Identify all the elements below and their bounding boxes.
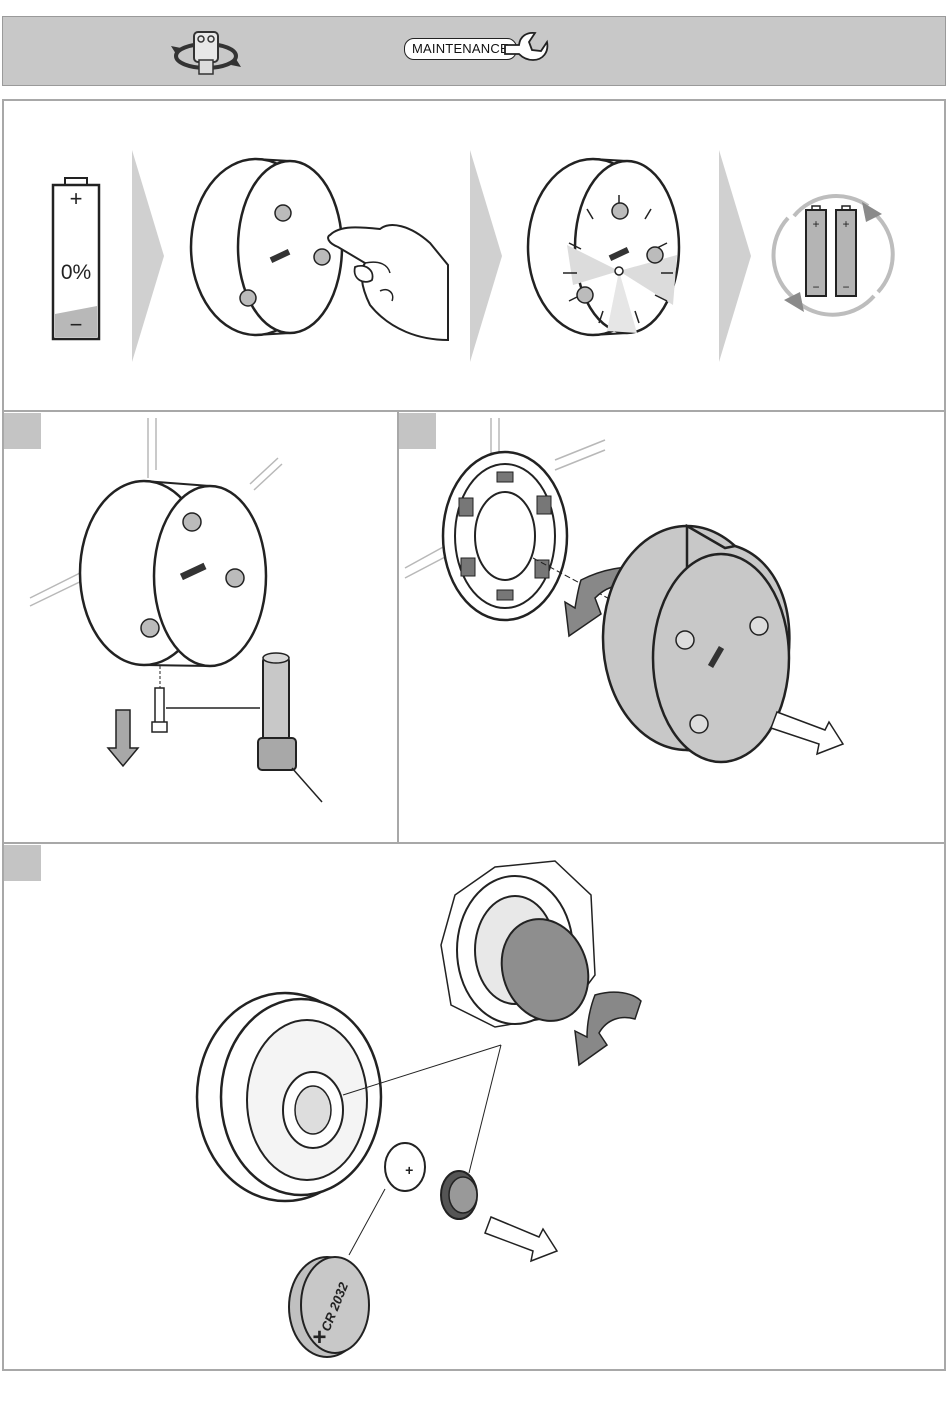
empty-battery-icon: + 0% − — [50, 178, 105, 343]
column-divider — [397, 411, 399, 842]
row-divider-2 — [2, 842, 946, 844]
step3-replace-coin-cell-illustration: + CR 2032 + — [195, 855, 655, 1365]
device-press-illustration — [190, 155, 450, 355]
battery-plus-sign: + — [70, 186, 83, 211]
step2-remove-cover-illustration — [405, 418, 855, 778]
svg-text:−: − — [812, 280, 819, 294]
replace-batteries-icon: + + − − — [770, 192, 894, 316]
row-divider-1 — [2, 410, 946, 412]
svg-text:−: − — [842, 280, 849, 294]
maintenance-label: MAINTENANCE — [404, 38, 517, 60]
svg-text:+: + — [842, 217, 849, 231]
svg-text:+: + — [405, 1162, 413, 1178]
step-arrow-3 — [719, 150, 751, 362]
svg-text:+: + — [812, 217, 819, 231]
step-badge-3 — [4, 845, 41, 881]
step-arrow-1 — [132, 150, 164, 362]
step-arrow-2 — [470, 150, 502, 362]
step1-unscrew-illustration — [30, 418, 370, 808]
device-flash-illustration — [527, 155, 687, 355]
battery-level-text: 0% — [61, 261, 91, 284]
coin-cell-plus-sign: + — [312, 1324, 326, 1351]
wrench-icon — [505, 30, 549, 70]
battery-minus-sign: − — [70, 312, 83, 337]
rotate-mount-icon — [168, 26, 248, 81]
